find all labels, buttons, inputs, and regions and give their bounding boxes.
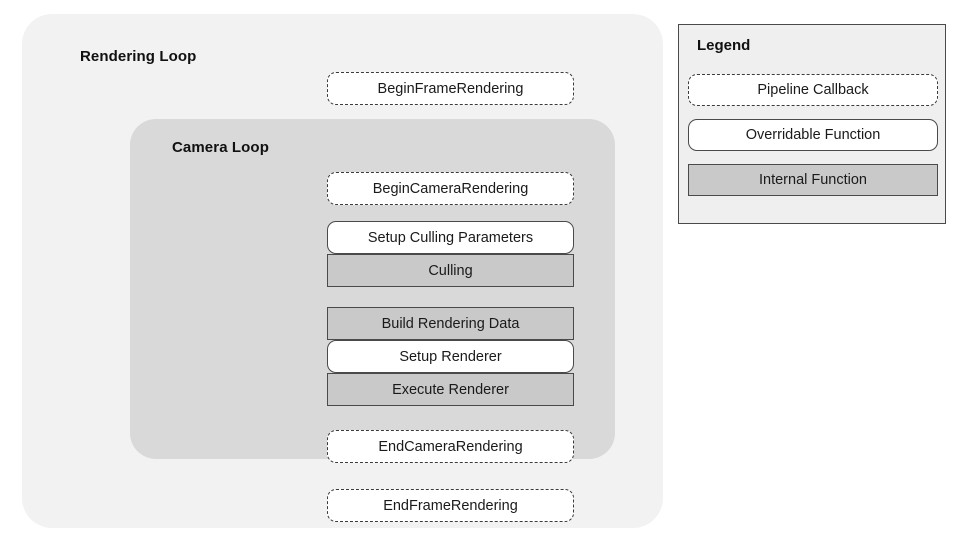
node-setup-renderer[interactable]: Setup Renderer	[327, 340, 574, 373]
legend-item-pipeline-callback: Pipeline Callback	[688, 74, 938, 106]
node-label: EndFrameRendering	[383, 497, 518, 514]
node-begin-frame-rendering[interactable]: BeginFrameRendering	[327, 72, 574, 105]
node-end-frame-rendering[interactable]: EndFrameRendering	[327, 489, 574, 522]
camera-loop-title: Camera Loop	[172, 139, 269, 156]
legend-panel: Legend Pipeline Callback Overridable Fun…	[678, 24, 946, 224]
node-label: Build Rendering Data	[381, 315, 520, 332]
node-label: Culling	[428, 262, 473, 279]
node-setup-culling-parameters[interactable]: Setup Culling Parameters	[327, 221, 574, 254]
camera-loop-container: Camera Loop	[130, 119, 615, 459]
legend-item-label: Internal Function	[758, 172, 867, 188]
node-label: Execute Renderer	[392, 381, 509, 398]
node-label: BeginFrameRendering	[377, 80, 524, 97]
legend-item-internal-function: Internal Function	[688, 164, 938, 196]
node-label: Setup Renderer	[399, 348, 502, 365]
node-label: BeginCameraRendering	[372, 180, 529, 197]
node-build-rendering-data[interactable]: Build Rendering Data	[327, 307, 574, 340]
legend-title: Legend	[697, 37, 751, 54]
node-end-camera-rendering[interactable]: EndCameraRendering	[327, 430, 574, 463]
node-begin-camera-rendering[interactable]: BeginCameraRendering	[327, 172, 574, 205]
rendering-loop-title: Rendering Loop	[80, 48, 197, 65]
legend-item-label: Overridable Function	[745, 127, 881, 143]
legend-item-label: Pipeline Callback	[757, 82, 869, 98]
legend-item-overridable-function: Overridable Function	[688, 119, 938, 151]
node-label: Setup Culling Parameters	[367, 229, 534, 246]
node-execute-renderer[interactable]: Execute Renderer	[327, 373, 574, 406]
node-label: EndCameraRendering	[378, 438, 523, 455]
node-culling[interactable]: Culling	[327, 254, 574, 287]
